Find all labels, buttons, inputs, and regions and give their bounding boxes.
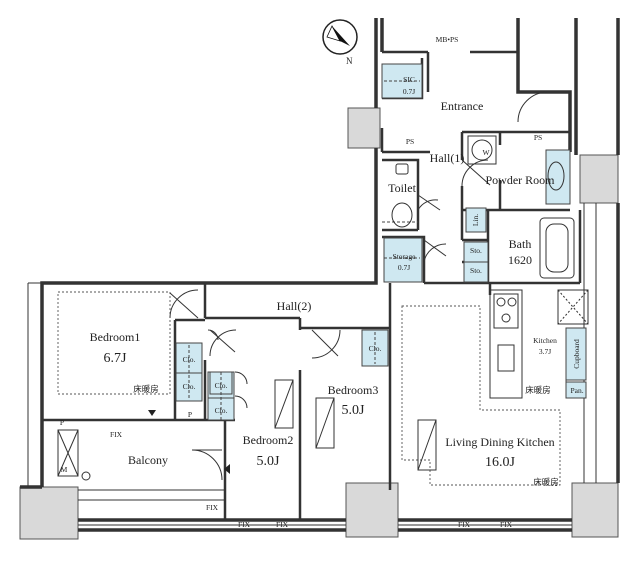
fix-label-5: FIX <box>458 520 471 529</box>
bath-size: 1620 <box>508 253 532 267</box>
pillars <box>19 107 619 540</box>
balcony-label: Balcony <box>128 453 168 467</box>
arrow-marker-2 <box>224 464 230 474</box>
ldk-size: 16.0J <box>485 455 516 470</box>
powder-shelf-fill <box>545 149 571 205</box>
compass-north-label: N <box>346 56 353 66</box>
floor-heating-label-kitchen: 床暖房 <box>525 385 551 395</box>
closet-4-label: Clo. <box>215 406 228 415</box>
floor-heating-zones <box>57 291 561 486</box>
powder-room-label: Powder Room <box>486 173 556 187</box>
bath-label: Bath <box>509 237 532 251</box>
closet-3-label: Clo. <box>215 381 228 390</box>
sto-bottom-fill <box>463 261 489 283</box>
ps-right-label: PS <box>534 133 542 142</box>
closet-dashes <box>188 221 567 420</box>
kitchen-label: Kitchen <box>533 336 557 345</box>
pipe-space-2: P <box>188 410 192 419</box>
mb-ps-label: MB•PS <box>436 35 459 44</box>
compass-icon: N <box>322 19 358 66</box>
doors <box>169 91 549 486</box>
closet-2-label: Clo. <box>183 382 196 391</box>
fix-label-3: FIX <box>238 520 251 529</box>
sic-label: SIC <box>403 75 415 84</box>
closet-1-label: Clo. <box>183 355 196 364</box>
arrow-marker-1 <box>148 410 156 416</box>
bedroom3-label: Bedroom3 <box>328 383 379 397</box>
sto-bottom-label: Sto. <box>470 266 482 275</box>
fix-label-2: FIX <box>206 503 219 512</box>
closet-5-label: Clo. <box>369 344 382 353</box>
toilet-label: Toilet <box>388 181 416 195</box>
bedroom3-size: 5.0J <box>342 403 366 418</box>
pipe-space-1: P <box>60 418 64 427</box>
fix-label-1: FIX <box>110 430 123 439</box>
hall1-label: Hall(1) <box>430 151 465 165</box>
storage-label: Storage <box>393 252 417 261</box>
entrance-label: Entrance <box>441 99 484 113</box>
hall2-label: Hall(2) <box>277 299 312 313</box>
floor-heating-label-bedroom1: 床暖房 <box>133 384 159 394</box>
meter-label: M <box>61 465 68 474</box>
cupboard-fill <box>565 327 587 381</box>
sic-size: 0.7J <box>403 87 415 96</box>
fixtures <box>57 135 589 501</box>
fix-label-4: FIX <box>276 520 289 529</box>
interior-walls <box>42 50 582 520</box>
exterior-walls <box>20 18 620 532</box>
storage-size: 0.7J <box>398 263 410 272</box>
linen-label: Lin. <box>471 214 480 226</box>
bedroom1-size: 6.7J <box>104 351 128 366</box>
cupboard-label: Cupboard <box>572 339 581 369</box>
sto-top-label: Sto. <box>470 246 482 255</box>
fix-label-6: FIX <box>500 520 513 529</box>
bedroom2-label: Bedroom2 <box>243 433 294 447</box>
storage-fill <box>383 237 423 283</box>
room-labels: MB•PS SIC 0.7J Entrance PS PS Hall(1) W … <box>60 35 584 529</box>
linen-fill <box>465 207 487 233</box>
ps-left-label: PS <box>406 137 414 146</box>
bedroom1-label: Bedroom1 <box>90 330 141 344</box>
bedroom2-size: 5.0J <box>257 454 281 469</box>
floor-heating-label-ldk: 床暖房 <box>533 477 559 487</box>
pantry-label: Pan. <box>570 386 583 395</box>
washer-label: W <box>482 148 490 157</box>
kitchen-size: 3.7J <box>539 347 551 356</box>
ldk-label: Living Dining Kitchen <box>445 435 554 449</box>
